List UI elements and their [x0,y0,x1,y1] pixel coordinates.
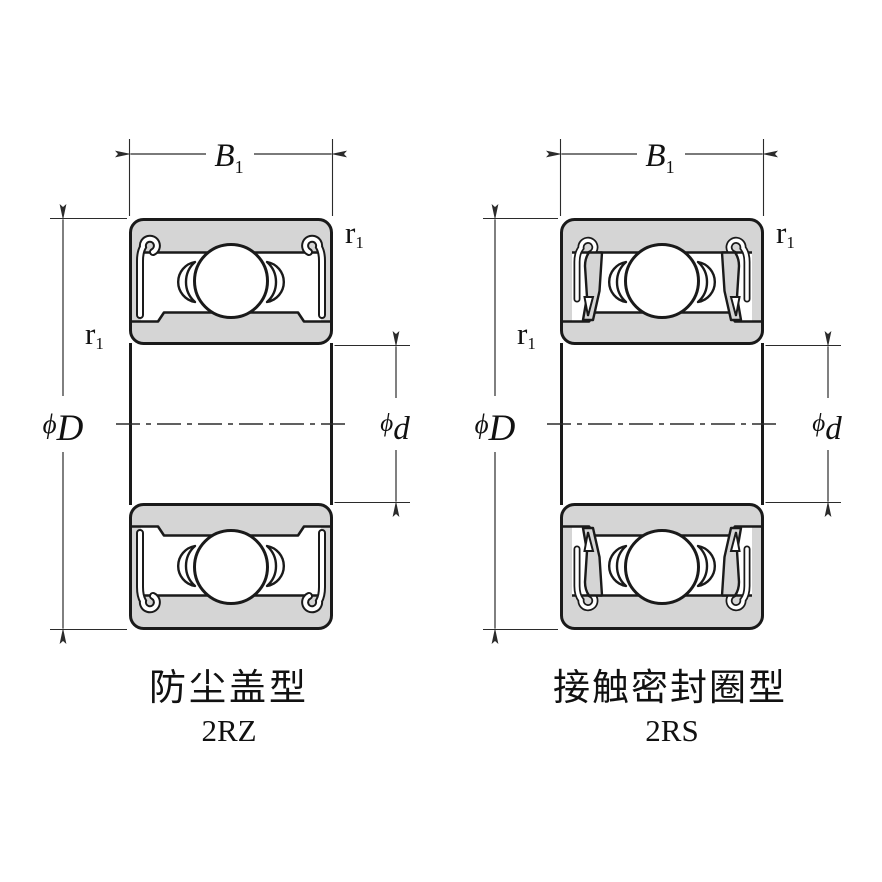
dimension-outer-diameter: ϕD [43,204,127,644]
caption-type-2rs: 接触密封圈型 [553,667,787,709]
r1-label-left: r1 [85,316,104,353]
phi-d-bore-label: ϕd [812,410,842,447]
phi-d-outer-label: ϕD [475,408,516,449]
dimension-outer-diameter: ϕD [475,204,558,644]
r1-label-left: r1 [517,316,536,353]
upper-half-section [131,220,332,344]
caption-type-2rz: 防尘盖型 [149,667,309,709]
phi-d-outer-label: ϕD [43,408,84,449]
lower-half-section [562,505,763,629]
phi-d-bore-label: ϕd [380,410,410,447]
lower-half-section [131,505,332,629]
bearing-2rs: B1 ϕD ϕd r1 r1 接触密封圈型 2RS [475,138,843,748]
dimension-b1: B1 [115,138,347,216]
r1-label-top-right: r1 [776,215,795,252]
b1-label: B1 [645,138,674,177]
dimension-bore-diameter: ϕd [765,331,842,517]
caption-code-2rz: 2RZ [201,713,256,748]
upper-half-section [562,220,763,344]
b1-label: B1 [214,138,243,177]
bearing-2rz: B1 ϕD ϕd r1 r1 防尘盖型 2RZ [43,138,411,748]
r1-label-top-right: r1 [345,215,364,252]
caption-code-2rs: 2RS [645,713,698,748]
dimension-b1: B1 [546,138,778,216]
dimension-bore-diameter: ϕd [334,331,410,517]
